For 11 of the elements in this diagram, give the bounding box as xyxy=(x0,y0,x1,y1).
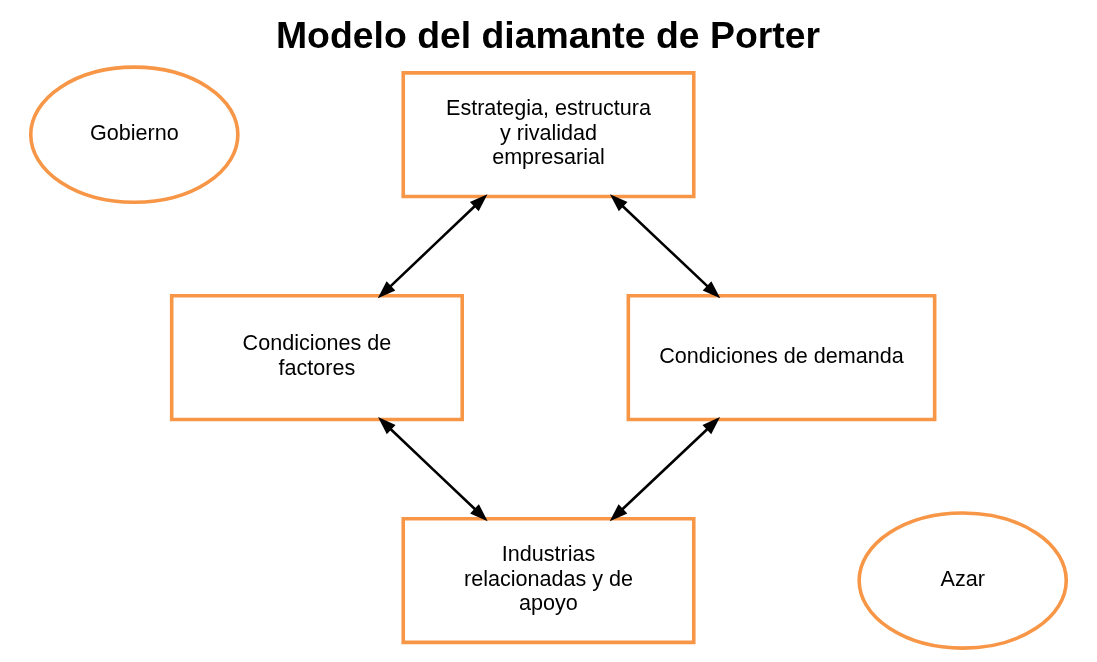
arrow xyxy=(609,194,721,299)
node-box: Estrategia, estructura y rivalidad empresarial xyxy=(401,71,696,199)
node-box: Industrias relacionadas y de apoyo xyxy=(401,516,696,645)
arrow xyxy=(377,194,488,299)
node-ellipse: Gobierno xyxy=(28,65,240,205)
node-box: Condiciones de factores xyxy=(169,293,464,422)
arrow xyxy=(609,417,721,522)
node-ellipse: Azar xyxy=(857,511,1069,650)
arrow xyxy=(378,417,488,522)
node-box: Condiciones de demanda xyxy=(626,293,937,422)
diagram-title: Modelo del diamante de Porter xyxy=(275,14,821,57)
